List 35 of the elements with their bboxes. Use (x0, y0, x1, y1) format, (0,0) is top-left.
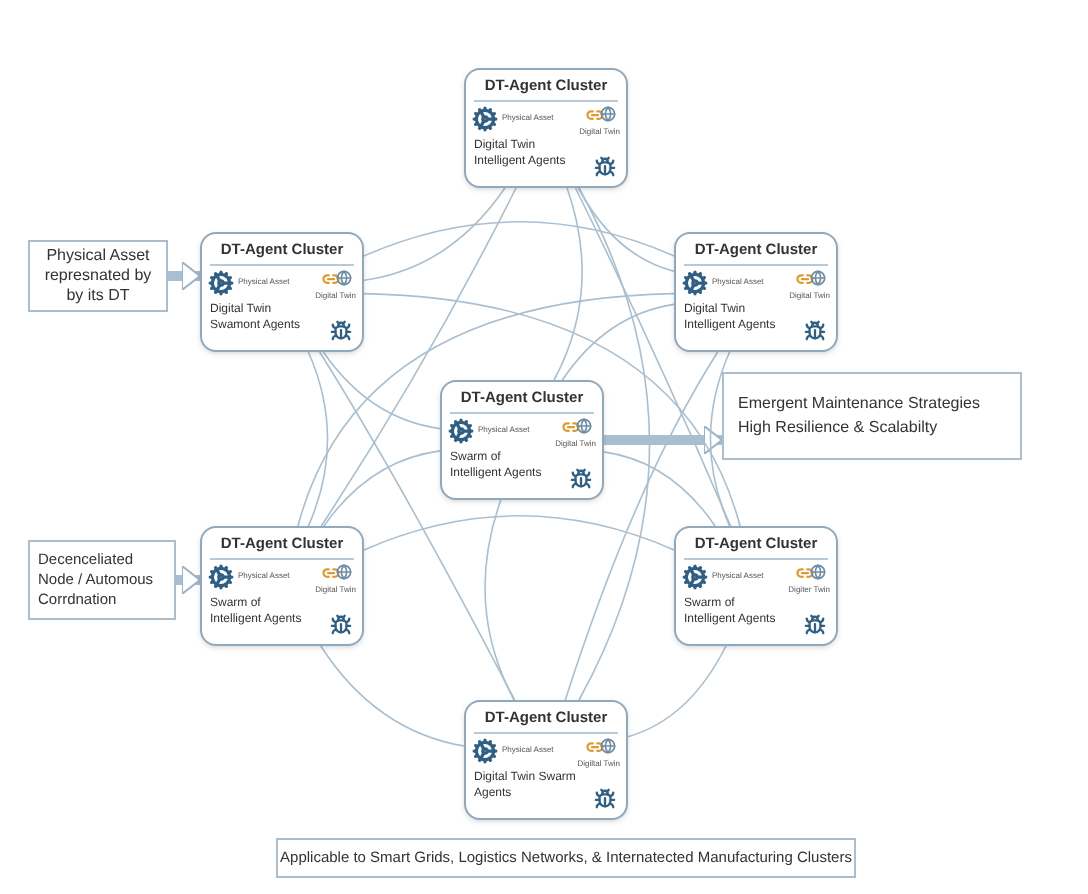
connection-curve (553, 187, 583, 381)
block-arrow (604, 425, 723, 455)
connection-curve (578, 187, 651, 701)
cluster-box (200, 232, 364, 352)
connection-curve (307, 351, 329, 527)
cluster-box (200, 526, 364, 646)
connection-curve (323, 450, 441, 527)
cluster-box (674, 232, 838, 352)
connection-curve (574, 187, 732, 527)
connection-curve (561, 303, 675, 381)
cluster-box (464, 700, 628, 820)
outcome-box (722, 372, 1022, 460)
connection-curve (564, 351, 719, 701)
connection-curve (320, 187, 517, 527)
connection-curve (363, 187, 506, 282)
connection-curve (363, 515, 675, 551)
connection-curve (603, 451, 716, 527)
outcome-text: High Resilience & Scalabilty (738, 418, 940, 438)
connection-curve (322, 351, 441, 430)
connection-curve (577, 187, 675, 272)
connection-curve (363, 292, 741, 527)
cluster-box (674, 526, 838, 646)
block-arrow (168, 261, 201, 291)
connection-curve (319, 645, 465, 747)
connection-curve (297, 292, 675, 527)
outcome-text: Emergent Maintenance Strategies (738, 394, 982, 414)
connection-curve (627, 645, 727, 738)
connection-curve (363, 221, 675, 257)
block-arrow (176, 565, 201, 595)
cluster-box (464, 68, 628, 188)
note-box: Physical Asset represnated by by its DT (28, 240, 168, 312)
connection-curve (709, 351, 731, 527)
cluster-box (440, 380, 604, 500)
connection-curve (484, 499, 515, 701)
connection-curve (318, 351, 516, 701)
